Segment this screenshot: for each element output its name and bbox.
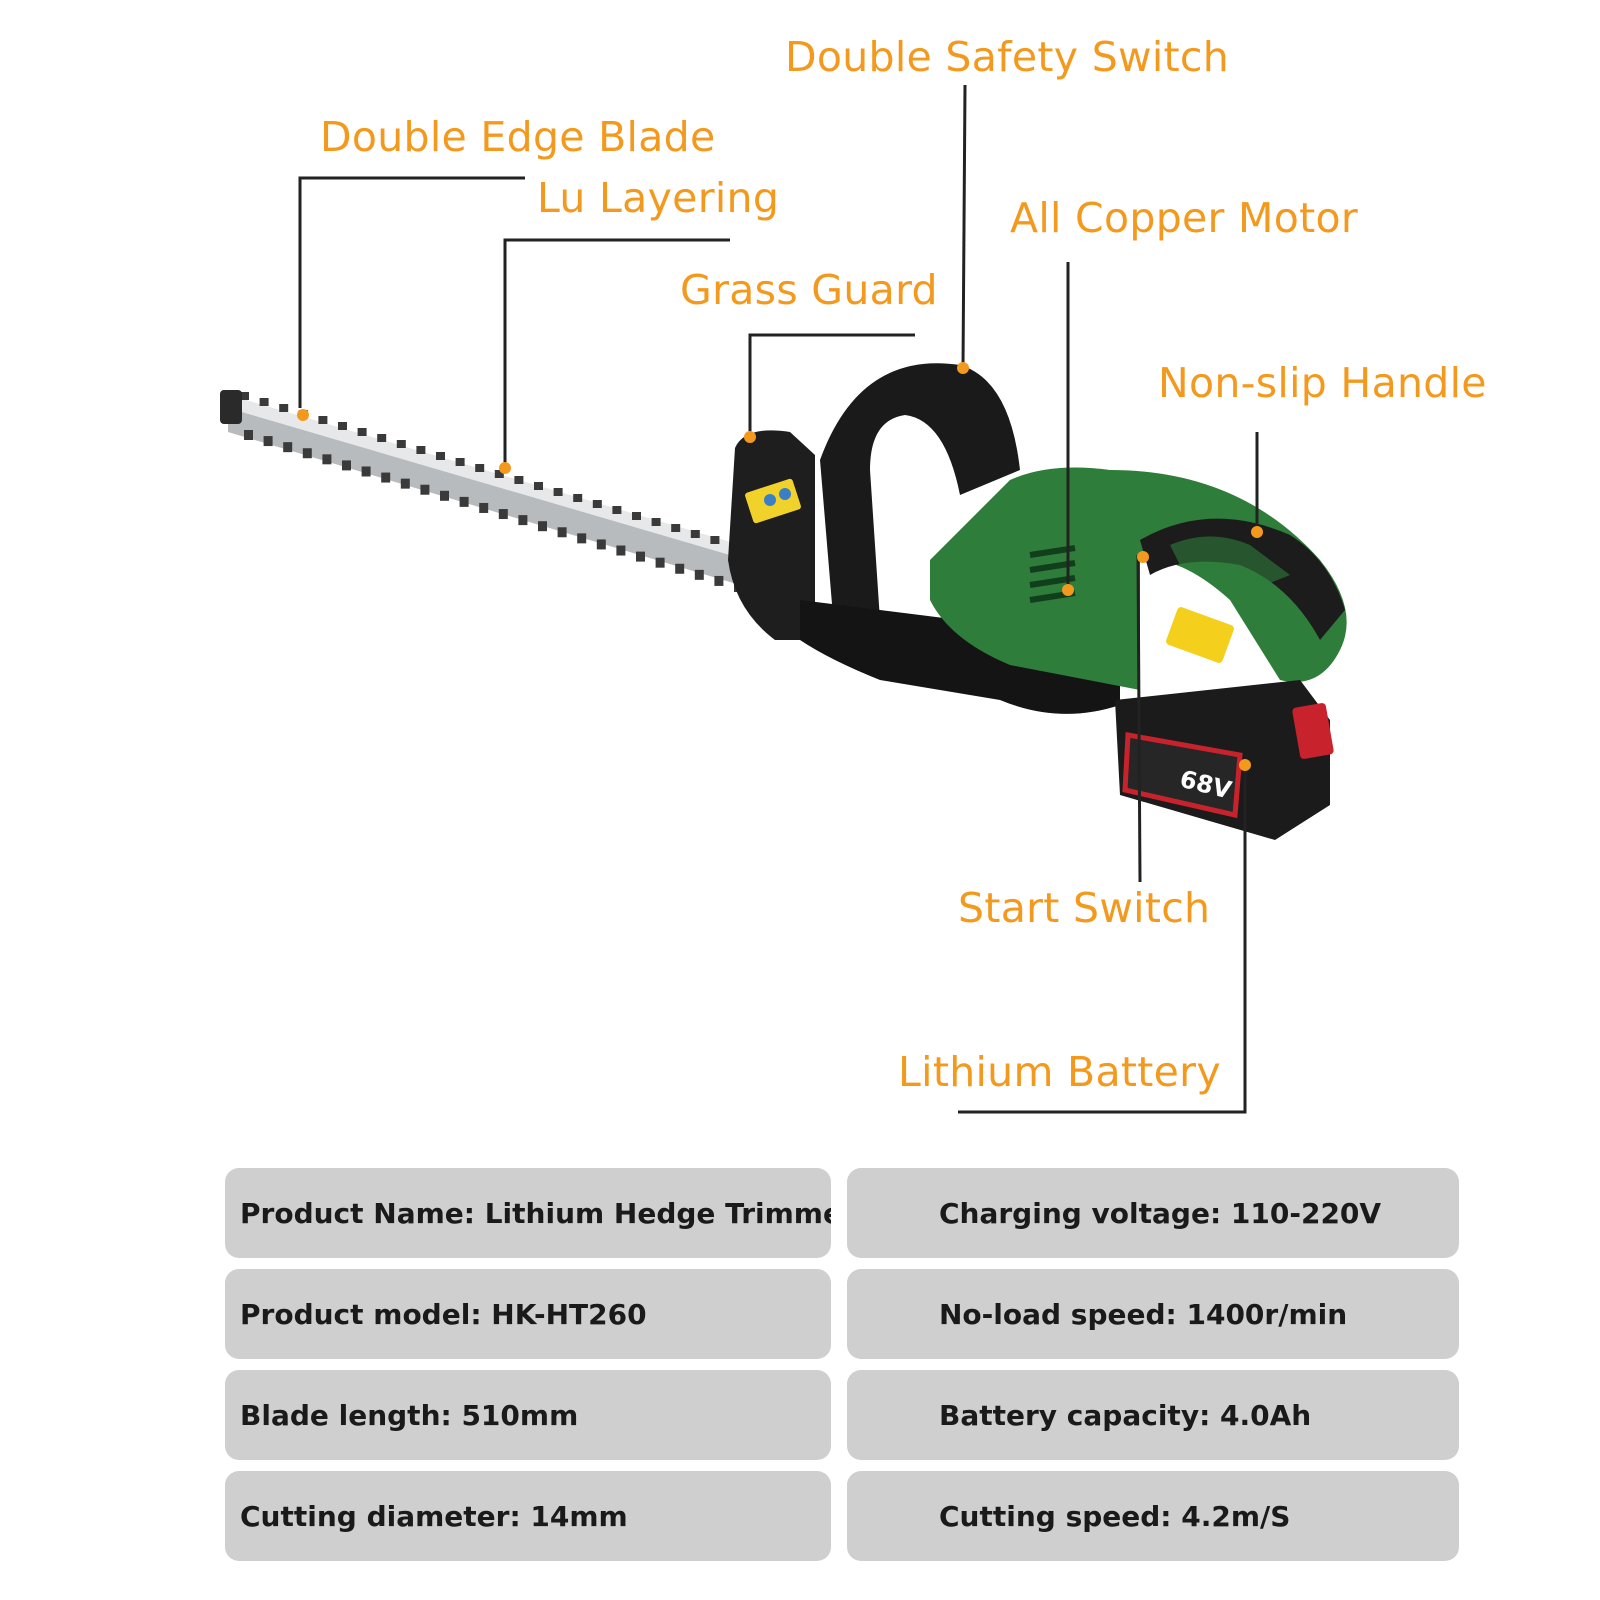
- spec-row: Blade length: 510mm Battery capacity: 4.…: [225, 1370, 1459, 1460]
- callout-start-switch: Start Switch: [958, 884, 1211, 932]
- spec-no-load-speed: No-load speed: 1400r/min: [847, 1269, 1459, 1359]
- double-edge-blade-image: [220, 390, 743, 592]
- spec-row: Product model: HK-HT260 No-load speed: 1…: [225, 1269, 1459, 1359]
- spec-product-name: Product Name: Lithium Hedge Trimmer: [225, 1168, 831, 1258]
- spec-charging-voltage: Charging voltage: 110-220V: [847, 1168, 1459, 1258]
- housing-image: [800, 363, 1347, 714]
- spec-cutting-diameter: Cutting diameter: 14mm: [225, 1471, 831, 1561]
- spec-row: Product Name: Lithium Hedge Trimmer Char…: [225, 1168, 1459, 1258]
- spec-cutting-speed: Cutting speed: 4.2m/S: [847, 1471, 1459, 1561]
- callout-lu-layering: Lu Layering: [537, 174, 780, 222]
- spec-battery-capacity: Battery capacity: 4.0Ah: [847, 1370, 1459, 1460]
- spec-row: Cutting diameter: 14mm Cutting speed: 4.…: [225, 1471, 1459, 1561]
- callout-non-slip-handle: Non-slip Handle: [1158, 359, 1487, 407]
- spec-product-model: Product model: HK-HT260: [225, 1269, 831, 1359]
- callout-all-copper-motor: All Copper Motor: [1010, 194, 1359, 242]
- callout-lithium-battery: Lithium Battery: [898, 1048, 1221, 1096]
- spec-blade-length: Blade length: 510mm: [225, 1370, 831, 1460]
- callout-double-edge-blade: Double Edge Blade: [320, 113, 716, 161]
- product-diagram: 68V Double Safety Switch Double Edge Bla…: [220, 33, 1487, 1114]
- lithium-battery-image: 68V: [1115, 680, 1334, 840]
- hedge-trimmer-illustration: 68V: [220, 84, 1347, 1114]
- callout-double-safety-switch: Double Safety Switch: [785, 33, 1230, 81]
- spec-table: Product Name: Lithium Hedge Trimmer Char…: [225, 1168, 1459, 1572]
- leader-lines: [298, 84, 1259, 1114]
- callout-dots: [297, 362, 1263, 771]
- callout-grass-guard: Grass Guard: [680, 266, 938, 314]
- grass-guard-image: [728, 430, 815, 640]
